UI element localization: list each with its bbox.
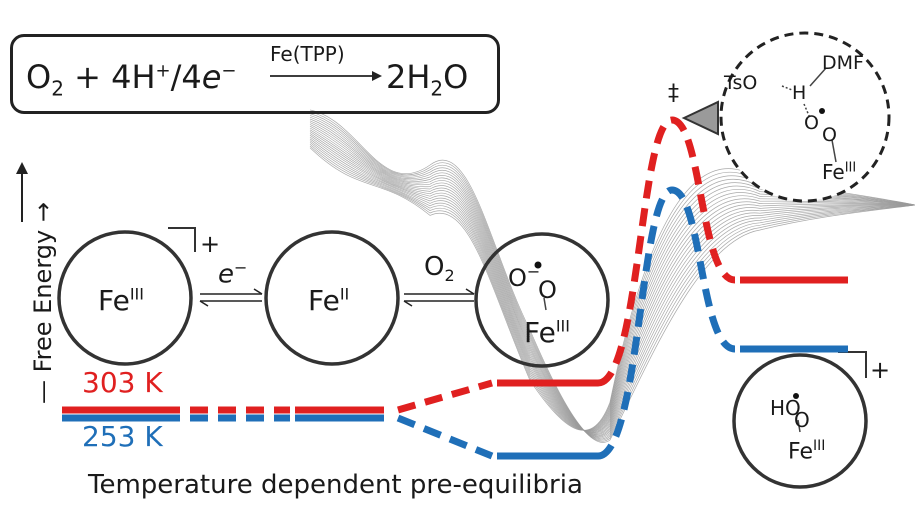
fe3-charge: + [200,230,221,258]
spectrum-trace [309,111,915,442]
free-energy-axis-arrow [16,162,28,222]
hydroperoxo-fe-sup: III [813,438,826,454]
eq-o-sub: 2 [51,76,64,101]
barrier [596,186,736,460]
eq-slash: /4 [170,58,202,96]
superoxo-top-o: O− [508,262,540,292]
arrow-o2: O [424,252,445,282]
superoxo-fe-base: Fe [524,316,556,349]
ts-h: H [792,82,807,104]
spectrum-trace [309,115,915,440]
reaction-product: 2H2O [386,58,468,100]
barrier [596,116,736,387]
caption: Temperature dependent pre-equilibria [88,470,583,500]
fe3-charge-bracket [168,227,196,252]
temperature-label-303K: 303 K [82,366,163,399]
hydroperoxo-radical-dot [793,393,799,399]
eq-o: O [26,58,52,96]
eq-plus-h: + 4H [63,58,156,96]
free-energy-axis-label: — Free Energy → [29,202,57,404]
ts-circle [719,31,891,203]
equation-arrow [270,71,382,81]
reaction-equation-box [10,34,500,114]
ts-hbond-tso [781,85,793,91]
fe2-circle [264,230,400,366]
eq-electron: e [201,58,222,96]
fe3-sup: III [129,284,144,304]
ts-fe-sup: III [844,160,857,176]
connector-2 [397,379,493,414]
temperature-label-253K: 253 K [82,420,163,453]
hydroperoxo-top: HO [770,396,801,420]
ts-radical-dot [819,108,825,114]
hydroperoxo-charge-bracket [838,351,867,378]
spectrum-trace [309,109,915,443]
hydroperoxo-charge: + [870,356,891,384]
hydroperoxo-fe-base: Fe [788,439,813,465]
ts-pointer [681,100,719,136]
eq-h-sup: + [155,60,171,82]
connector-2 [396,414,494,460]
arrow-electron-sup: − [234,258,248,277]
energy-profile-253K [62,186,848,460]
superoxo-fe-sup: III [555,316,570,336]
energy-profile-303K [62,116,848,414]
ts-hbond-o [803,103,811,119]
eq-product: 2H [386,58,431,96]
fe2-sup: II [339,284,350,304]
superoxo-mid-o: O [538,276,557,304]
ts-tso: TsO [724,72,758,94]
ts-o1: O [804,112,819,134]
ts-fe: FeIII [822,160,856,184]
hydroperoxo-circle [732,353,868,489]
hydroperoxo-mid: O [794,408,810,432]
fe2-label: FeII [308,284,349,317]
ts-hbond-dmf [809,67,827,87]
fe3-circle [57,230,193,366]
fe3-base: Fe [98,284,130,317]
superoxo-fe: FeIII [524,316,570,349]
hydroperoxo-fe: FeIII [788,438,825,464]
superoxo-circle [474,232,610,368]
reaction-equation: O2 + 4H+/4e− [26,58,237,100]
superoxo-radical-dot [534,261,542,269]
catalyst-label: Fe(TPP) [270,42,345,66]
electron-equilibrium-arrow [199,288,263,307]
superoxo-bond [543,297,547,311]
electron-arrow-label: e− [218,258,247,290]
ts-dmf: DMF [822,52,864,74]
superoxo-charge: − [526,262,541,281]
ts-o2: O [822,124,837,146]
fe3-label: FeIII [98,284,144,317]
arrow-o2-sub: 2 [444,266,455,286]
ts-fe-base: Fe [822,160,845,184]
hydroperoxo-bond [797,419,801,433]
eq-electron-sup: − [221,60,237,82]
transition-state-mark: ‡ [668,81,679,106]
superoxo-o1: O [508,264,527,292]
spectrum-trace [309,113,915,441]
o2-arrow-label: O2 [424,252,455,285]
o2-binding-equilibrium-arrow [403,288,475,307]
eq-product-o: O [443,58,469,96]
fe2-base: Fe [308,284,340,317]
ts-bond-fe [831,139,837,163]
arrow-electron: e [218,259,234,290]
eq-product-sub: 2 [430,76,444,101]
